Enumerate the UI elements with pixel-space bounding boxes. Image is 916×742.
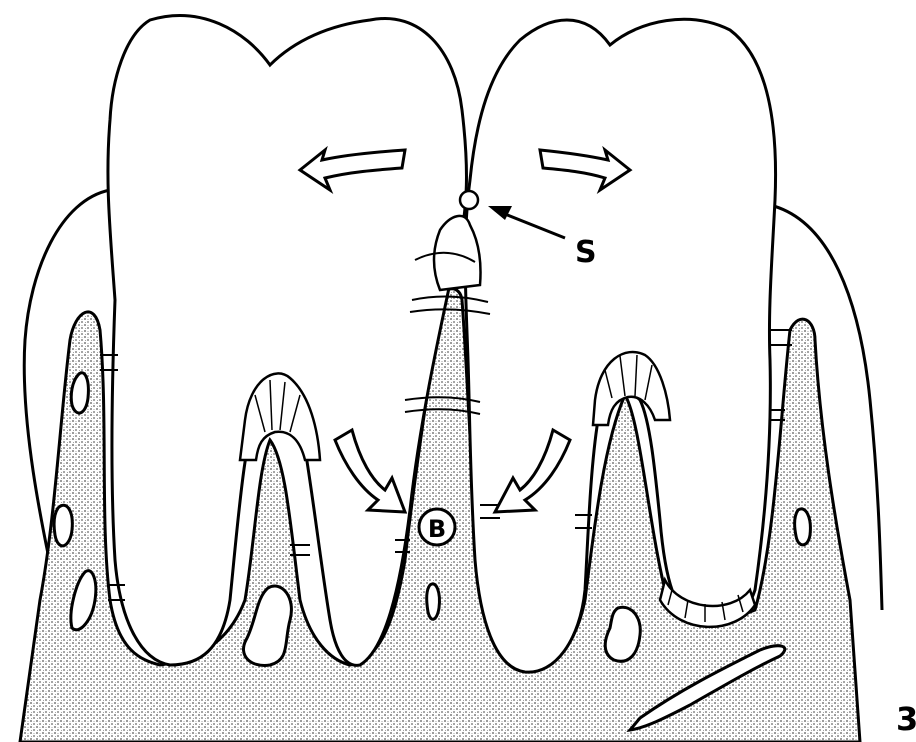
bone-crest-label: B xyxy=(428,515,446,543)
figure-number: 3 xyxy=(896,700,916,738)
contact-point-marker xyxy=(460,191,478,209)
contact-point-label: S xyxy=(575,235,597,270)
